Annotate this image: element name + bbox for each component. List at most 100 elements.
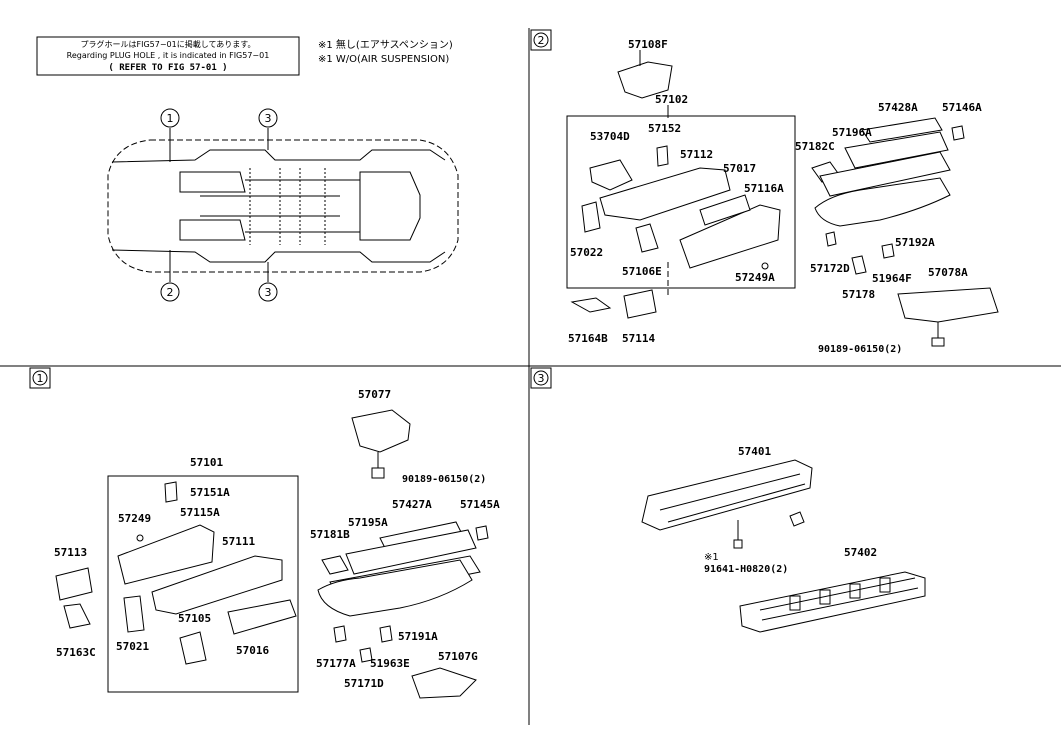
section-3-drawing — [641, 459, 926, 633]
part-57022-shape — [581, 201, 601, 233]
section-2-labels: 57108F 57102 53704D 57152 57112 57017 57… — [568, 38, 982, 355]
label-57145A: 57145A — [460, 498, 500, 511]
section-1-drawing — [55, 409, 489, 699]
part-51963E-shape — [379, 625, 393, 643]
svg-text:1: 1 — [167, 112, 174, 125]
label-57017: 57017 — [723, 162, 756, 175]
part-57195A-shape — [345, 529, 477, 575]
label-57178: 57178 — [842, 288, 875, 301]
section-marker-2: 2 — [530, 29, 552, 51]
part-57172D-shape — [825, 231, 837, 247]
part-57151A-shape — [164, 481, 178, 503]
label-51964F: 51964F — [872, 272, 912, 285]
assembly-box-57101 — [107, 475, 299, 693]
callout-3-top: 3 — [258, 108, 278, 128]
label-57115A: 57115A — [180, 506, 220, 519]
part-57114-shape — [623, 289, 657, 319]
label-57163C: 57163C — [56, 646, 96, 659]
label-57016: 57016 — [236, 644, 269, 657]
bolt-91641-shape — [733, 539, 743, 549]
part-57196A-shape — [844, 131, 949, 169]
label-57111: 57111 — [222, 535, 255, 548]
sill-front-shape — [819, 151, 951, 197]
part-57191A-shape — [317, 559, 473, 617]
label-57106E: 57106E — [622, 265, 662, 278]
part-57181B-shape — [321, 555, 349, 575]
label-57401: 57401 — [738, 445, 771, 458]
section-3-labels: 57401 ※1 91641-H0820(2) 57402 — [704, 445, 877, 575]
label-57102: 57102 — [655, 93, 688, 106]
vehicle-overview — [107, 128, 459, 282]
svg-text:2: 2 — [538, 34, 545, 47]
part-57171D-shape — [359, 647, 373, 663]
part-57016-shape — [227, 599, 297, 635]
callout-3-bottom: 3 — [258, 282, 278, 302]
label-57192A: 57192A — [895, 236, 935, 249]
callout-2: 2 — [160, 282, 180, 302]
legend-jp: ※1 無し(エアサスペンション) — [318, 38, 453, 51]
label-57249A: 57249A — [735, 271, 775, 284]
part-57017-shape — [699, 194, 751, 226]
label-mark-1: ※1 — [704, 552, 719, 563]
label-57146A: 57146A — [942, 101, 982, 114]
part-57112-shape — [599, 167, 731, 221]
section-2-drawing — [566, 50, 999, 347]
part-57401-shape — [641, 459, 813, 531]
label-57116A: 57116A — [744, 182, 784, 195]
plug-hole-note: プラグホールはFIG57−01に掲載してあります。 Regarding PLUG… — [36, 36, 300, 76]
part-57145A-shape — [475, 525, 489, 541]
label-57078A: 57078A — [928, 266, 968, 279]
label-57172D: 57172D — [810, 262, 850, 275]
label-57182C: 57182C — [795, 140, 835, 153]
part-57111-shape — [151, 555, 283, 615]
part-57428A-shape — [861, 117, 943, 143]
part-57146A-shape — [951, 125, 965, 141]
part-57164B-shape — [570, 297, 612, 313]
part-57177A-shape — [333, 625, 347, 643]
svg-text:3: 3 — [538, 372, 545, 385]
note-line-1: プラグホールはFIG57−01に掲載してあります。 — [81, 39, 256, 49]
label-57112: 57112 — [680, 148, 713, 161]
label-91641: 91641-H0820(2) — [704, 564, 788, 575]
svg-text:2: 2 — [167, 286, 174, 299]
label-51963E: 51963E — [370, 657, 410, 670]
part-57178-shape — [851, 255, 867, 275]
part-57402-shape — [739, 571, 926, 633]
part-57113-shape — [55, 567, 93, 601]
part-57107G-shape — [411, 667, 477, 699]
part-57105-shape — [179, 631, 207, 665]
label-57171D: 57171D — [344, 677, 384, 690]
assembly-box-57102 — [566, 115, 796, 289]
part-57078A-shape — [897, 287, 999, 323]
part-57115A-shape — [117, 524, 215, 585]
part-57021-shape — [123, 595, 145, 633]
label-57427A: 57427A — [392, 498, 432, 511]
label-57152: 57152 — [648, 122, 681, 135]
label-57114: 57114 — [622, 332, 655, 345]
label-90189-sec1: 90189-06150(2) — [402, 474, 486, 485]
section-marker-3: 3 — [530, 367, 552, 389]
part-53704D-shape — [589, 159, 633, 191]
section-marker-1: 1 — [29, 367, 51, 389]
label-57108F: 57108F — [628, 38, 668, 51]
part-57106E-shape — [635, 223, 659, 253]
label-57181B: 57181B — [310, 528, 350, 541]
bolt-90189-shape — [931, 337, 945, 347]
part-57108F-shape — [617, 61, 673, 99]
label-57191A: 57191A — [398, 630, 438, 643]
label-57195A: 57195A — [348, 516, 388, 529]
label-57151A: 57151A — [190, 486, 230, 499]
label-57101: 57101 — [190, 456, 223, 469]
label-57249: 57249 — [118, 512, 151, 525]
label-57022: 57022 — [570, 246, 603, 259]
label-57196A: 57196A — [832, 126, 872, 139]
part-57163C-shape — [63, 603, 91, 629]
note-line-2: Regarding PLUG HOLE , it is indicated in… — [67, 51, 270, 60]
label-57428A: 57428A — [878, 101, 918, 114]
part-57077-shape — [351, 409, 411, 453]
label-57077: 57077 — [358, 388, 391, 401]
part-51964F-shape — [881, 243, 895, 259]
label-90189-sec2: 90189-06150(2) — [818, 344, 902, 355]
svg-text:3: 3 — [265, 112, 272, 125]
